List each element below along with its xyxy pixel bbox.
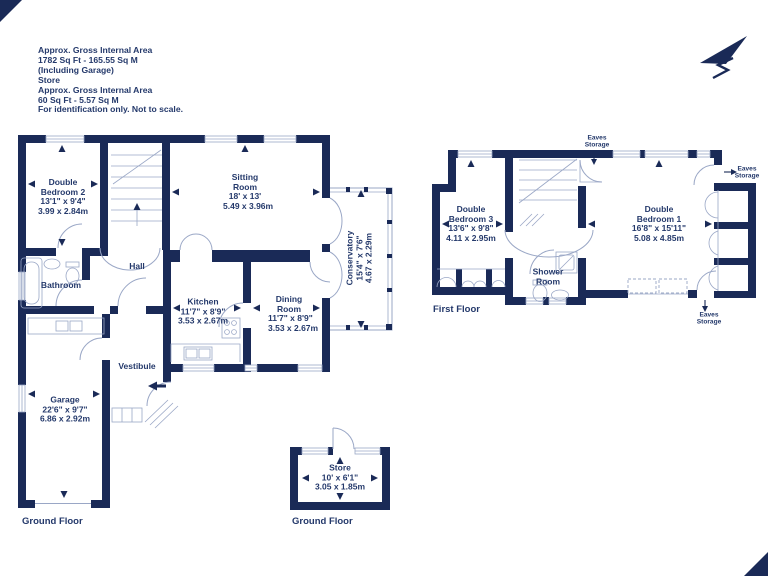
label-eaves-storage-top: Eaves Storage	[581, 135, 613, 150]
room-dims-imperial: 11'7" x 8'9"	[268, 313, 313, 323]
room-dims-imperial: 22'6" x 9'7"	[42, 404, 88, 415]
label-eaves-storage-right: Eaves Storage	[731, 166, 763, 181]
room-label-store: Store 10' x 6'1" 3.05 x 1.85m	[300, 462, 380, 493]
room-name: Kitchen	[187, 296, 219, 307]
room-dims-metric: 3.53 x 2.67m	[268, 322, 319, 333]
room-name: Double Bedroom 2	[40, 176, 86, 197]
room-name: Vestibule	[118, 361, 156, 372]
room-name: Hall	[129, 261, 145, 272]
room-label-bedroom3: Double Bedroom 3 13'6" x 9'8" 4.11 x 2.9…	[441, 203, 501, 243]
page-corner-decoration	[0, 0, 22, 22]
room-dims-metric: 3.05 x 1.85m	[314, 481, 366, 492]
room-name: Garage	[50, 394, 80, 405]
staircase	[111, 149, 162, 226]
ground-floor-plan	[18, 135, 393, 508]
room-label-conservatory: Conservatory 15'4" x 7'6" 4.67 x 2.29m	[345, 216, 375, 300]
room-label-sitting: Sitting Room 18' x 13' 5.49 x 3.96m	[223, 171, 274, 211]
room-label-garage: Garage 22'6" x 9'7" 6.86 x 2.92m	[25, 394, 105, 425]
room-dims-imperial: 16'8" x 15'11"	[631, 223, 687, 233]
kitchen-fixtures	[170, 317, 241, 362]
room-label-dining: Dining Room 11'7" x 8'9" 3.53 x 2.67m	[268, 293, 319, 333]
room-name: Store	[329, 462, 351, 473]
page-corner-decoration	[744, 552, 768, 576]
room-dims-imperial: 10' x 6'1"	[321, 472, 359, 483]
area-summary-line: Approx. Gross Internal Area	[38, 84, 153, 95]
first-floor-plan	[432, 150, 756, 312]
room-label-bedroom1: Double Bedroom 1 16'8" x 15'11" 5.08 x 4…	[627, 203, 691, 243]
room-name: Shower Room	[532, 266, 564, 286]
conservatory-structure	[330, 187, 393, 331]
staircase-first	[518, 158, 578, 227]
area-summary: Approx. Gross Internal Area 1782 Sq Ft -…	[38, 45, 183, 115]
room-dims-metric: 6.86 x 2.92m	[39, 413, 91, 424]
room-name: Sitting Room	[231, 171, 259, 192]
area-summary-line: 1782 Sq Ft - 165.55 Sq M	[38, 54, 138, 65]
room-dims-metric: 4.67 x 2.29m	[363, 232, 374, 284]
area-summary-line: Approx. Gross Internal Area	[38, 45, 153, 55]
room-label-kitchen: Kitchen 11'7" x 8'9" 3.53 x 2.67m	[168, 296, 238, 327]
room-dims-metric: 5.08 x 4.85m	[633, 232, 685, 243]
room-label-bathroom: Bathroom	[41, 281, 81, 291]
room-dims-metric: 5.49 x 3.96m	[223, 200, 274, 211]
area-summary-line: (Including Garage)	[38, 64, 114, 75]
room-dims-metric: 4.11 x 2.95m	[446, 232, 496, 243]
label-eaves-storage-bottom: Eaves Storage	[693, 312, 725, 327]
north-arrow-icon	[700, 36, 747, 80]
bathroom-fixtures	[20, 257, 80, 309]
room-label-hall: Hall	[129, 262, 145, 272]
area-summary-line: Store	[38, 74, 60, 85]
room-label-bedroom2: Double Bedroom 2 13'1" x 9'4" 3.99 x 2.8…	[35, 176, 91, 216]
room-name: Double Bedroom 3	[448, 203, 494, 224]
area-summary-line: For identification only. Not to scale.	[38, 104, 183, 115]
room-dims-imperial: 13'1" x 9'4"	[40, 196, 86, 206]
eaves-label: Eaves Storage	[734, 165, 760, 180]
room-name: Double Bedroom 1	[636, 203, 682, 224]
room-dims-imperial: 18' x 13'	[228, 191, 262, 201]
first-floor-label: First Floor	[433, 304, 480, 315]
room-name: Bathroom	[40, 280, 82, 291]
area-summary-line: 60 Sq Ft - 5.57 Sq M	[38, 94, 119, 105]
room-dims-metric: 3.99 x 2.84m	[37, 205, 89, 216]
eaves-label: Eaves Storage	[584, 134, 610, 149]
store-floor-label: Ground Floor	[292, 516, 353, 527]
room-label-shower: Shower Room	[527, 267, 569, 286]
room-dims-metric: 3.53 x 2.67m	[177, 315, 229, 326]
room-label-vestibule: Vestibule	[118, 362, 155, 372]
room-dims-imperial: 13'6" x 9'8"	[448, 223, 494, 233]
eaves-label: Eaves Storage	[696, 311, 722, 326]
room-dims-imperial: 11'7" x 8'9"	[180, 306, 226, 317]
store-plan	[290, 427, 390, 510]
shower-room-fixtures	[532, 251, 578, 302]
ground-floor-label: Ground Floor	[22, 516, 83, 527]
room-name: Dining Room	[275, 293, 303, 314]
